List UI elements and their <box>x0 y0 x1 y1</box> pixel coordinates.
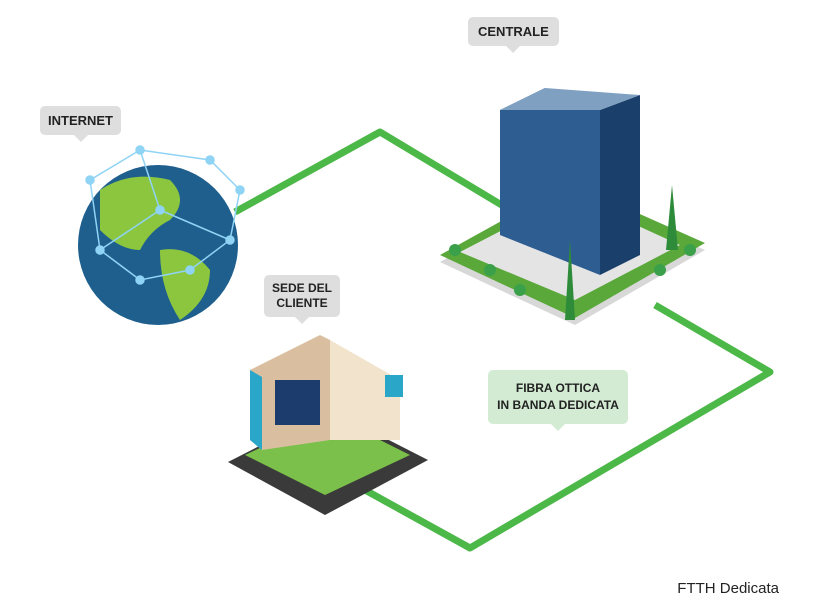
fiber-label-line1: FIBRA OTTICA <box>515 381 601 395</box>
centrale-label: CENTRALE <box>468 17 559 53</box>
globe-icon <box>78 145 245 325</box>
internet-label-text: INTERNET <box>48 113 113 128</box>
central-office-building-icon <box>440 88 705 325</box>
customer-site-label: SEDE DEL CLIENTE <box>264 275 341 324</box>
fiber-label: FIBRA OTTICA IN BANDA DEDICATA <box>488 370 628 431</box>
customer-site-label-line2: CLIENTE <box>276 296 328 310</box>
centrale-label-text: CENTRALE <box>478 24 549 39</box>
customer-building-icon <box>228 335 428 515</box>
fiber-label-line2: IN BANDA DEDICATA <box>497 398 619 412</box>
fiber-line <box>233 128 774 552</box>
diagram-caption: FTTH Dedicata <box>677 580 779 597</box>
internet-label: INTERNET <box>40 106 121 142</box>
customer-site-label-line1: SEDE DEL <box>272 281 333 295</box>
